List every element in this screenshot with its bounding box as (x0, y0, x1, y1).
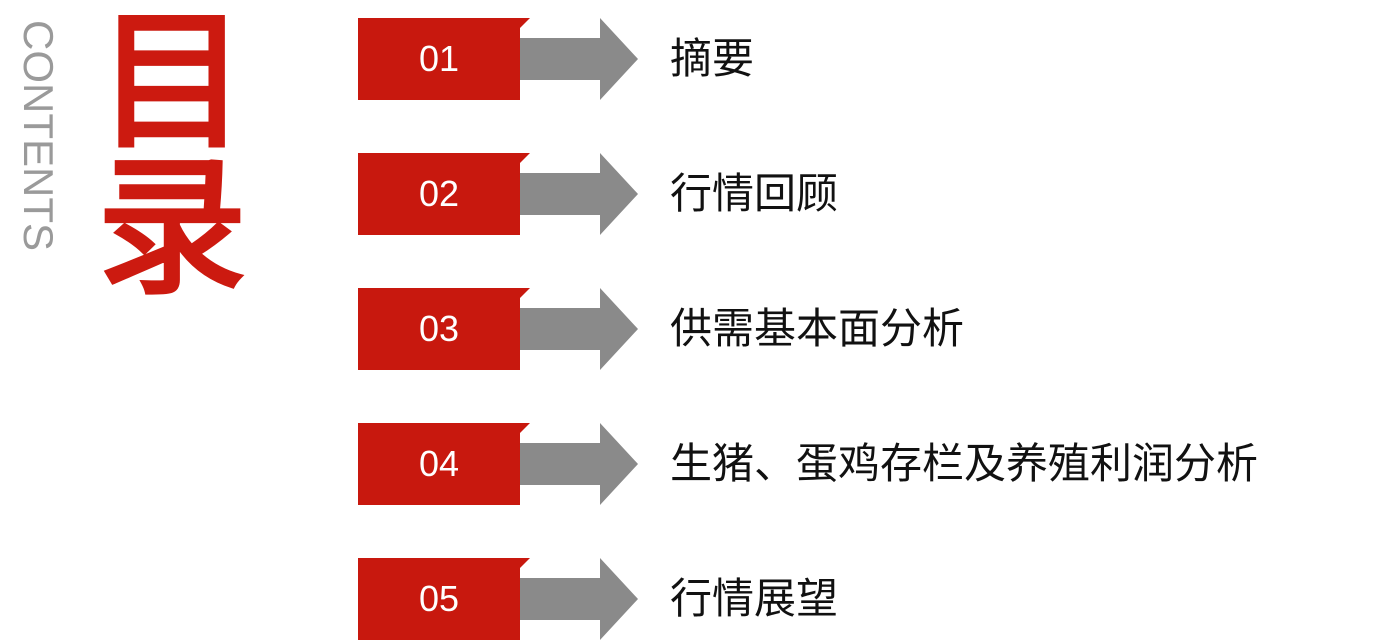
contents-item-3[interactable]: 03 供需基本面分析 (358, 288, 1378, 370)
contents-item-1[interactable]: 01 摘要 (358, 18, 1378, 100)
arrow-right-icon (520, 423, 638, 505)
contents-item-2[interactable]: 02 行情回顾 (358, 153, 1378, 235)
corner-tick (520, 558, 530, 568)
item-label: 行情展望 (670, 574, 839, 623)
item-number: 05 (358, 558, 520, 640)
arrow-right-icon (520, 288, 638, 370)
title-text: 目录 (96, 0, 247, 316)
arrow-right-icon (520, 558, 638, 640)
item-number: 03 (358, 288, 520, 370)
arrow-right-icon (520, 18, 638, 100)
corner-tick (520, 288, 530, 298)
item-label: 供需基本面分析 (670, 304, 965, 353)
arrow-right-icon (520, 153, 638, 235)
contents-item-5[interactable]: 05 行情展望 (358, 558, 1378, 640)
corner-tick (520, 18, 530, 28)
page-title: 目录 (92, 0, 252, 316)
contents-side-label: CONTENTS (16, 20, 60, 315)
item-number: 02 (358, 153, 520, 235)
item-label: 生猪、蛋鸡存栏及养殖利润分析 (670, 439, 1259, 488)
item-number: 04 (358, 423, 520, 505)
corner-tick (520, 423, 530, 433)
item-label: 行情回顾 (670, 169, 839, 218)
corner-tick (520, 153, 530, 163)
contents-item-4[interactable]: 04 生猪、蛋鸡存栏及养殖利润分析 (358, 423, 1378, 505)
contents-text: CONTENTS (16, 20, 60, 251)
item-number: 01 (358, 18, 520, 100)
item-label: 摘要 (670, 34, 755, 83)
